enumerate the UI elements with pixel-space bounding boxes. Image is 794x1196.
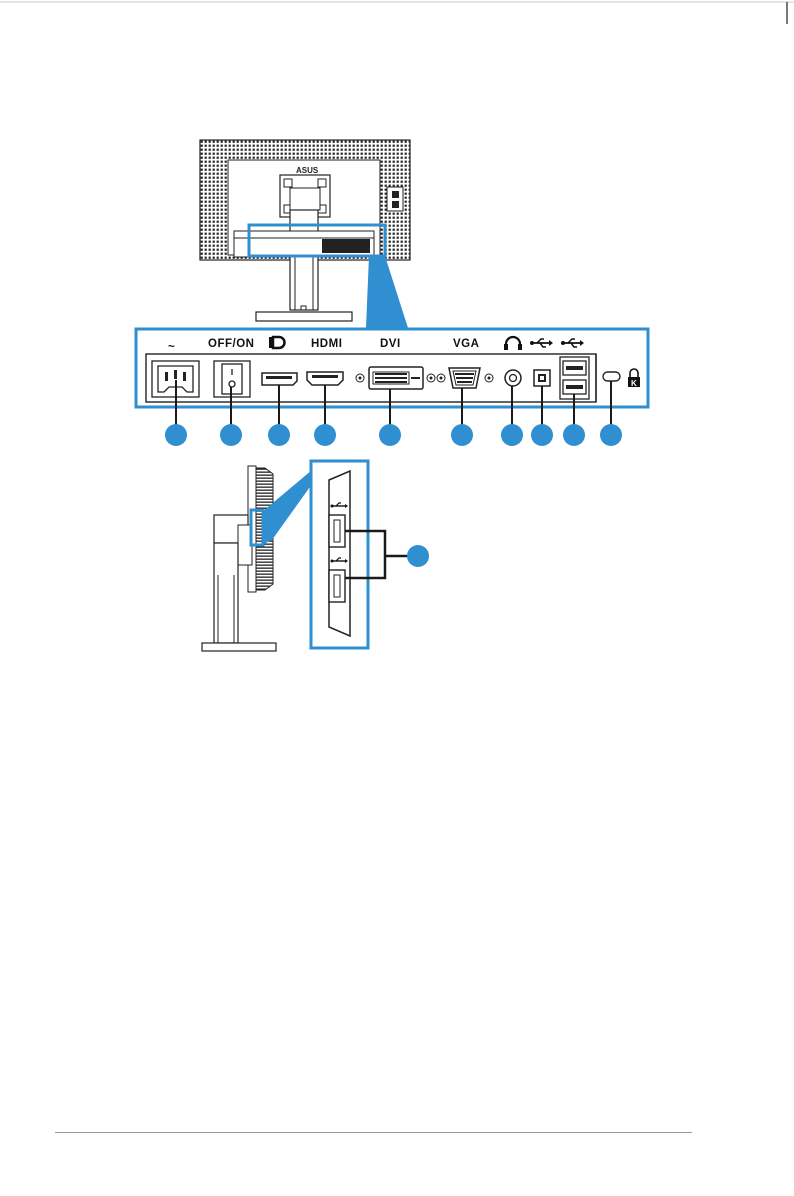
hdmi-label: HDMI bbox=[311, 338, 342, 350]
monitor-side-view bbox=[202, 466, 312, 651]
side-usb-zoom bbox=[311, 461, 408, 648]
usb-upstream-port bbox=[534, 370, 550, 386]
asus-logo: ASUS bbox=[296, 166, 319, 175]
connector-panel: ~ OFF/ON HDMI DVI VGA bbox=[136, 329, 648, 428]
ac-power-label: ~ bbox=[168, 341, 175, 353]
footer-rule bbox=[55, 1132, 692, 1133]
callout-marker bbox=[531, 424, 553, 446]
callout-markers bbox=[165, 424, 622, 446]
callout-marker bbox=[379, 424, 401, 446]
power-switch-label: OFF/ON bbox=[208, 338, 254, 350]
callout-marker bbox=[600, 424, 622, 446]
vga-label: VGA bbox=[453, 338, 479, 350]
headphone-jack bbox=[505, 370, 521, 386]
callout-marker bbox=[501, 424, 523, 446]
callout-marker bbox=[563, 424, 585, 446]
callout-marker bbox=[220, 424, 242, 446]
hdmi-port bbox=[307, 372, 343, 385]
callout-marker bbox=[165, 424, 187, 446]
usb-downstream-ports bbox=[560, 357, 589, 399]
svg-text:K: K bbox=[631, 379, 637, 388]
monitor-rear-view: ASUS bbox=[200, 140, 410, 328]
callout-marker-side bbox=[407, 545, 429, 567]
callout-marker bbox=[314, 424, 336, 446]
dvi-label: DVI bbox=[380, 338, 401, 350]
displayport-port bbox=[262, 373, 297, 385]
callout-marker bbox=[268, 424, 290, 446]
callout-marker bbox=[451, 424, 473, 446]
